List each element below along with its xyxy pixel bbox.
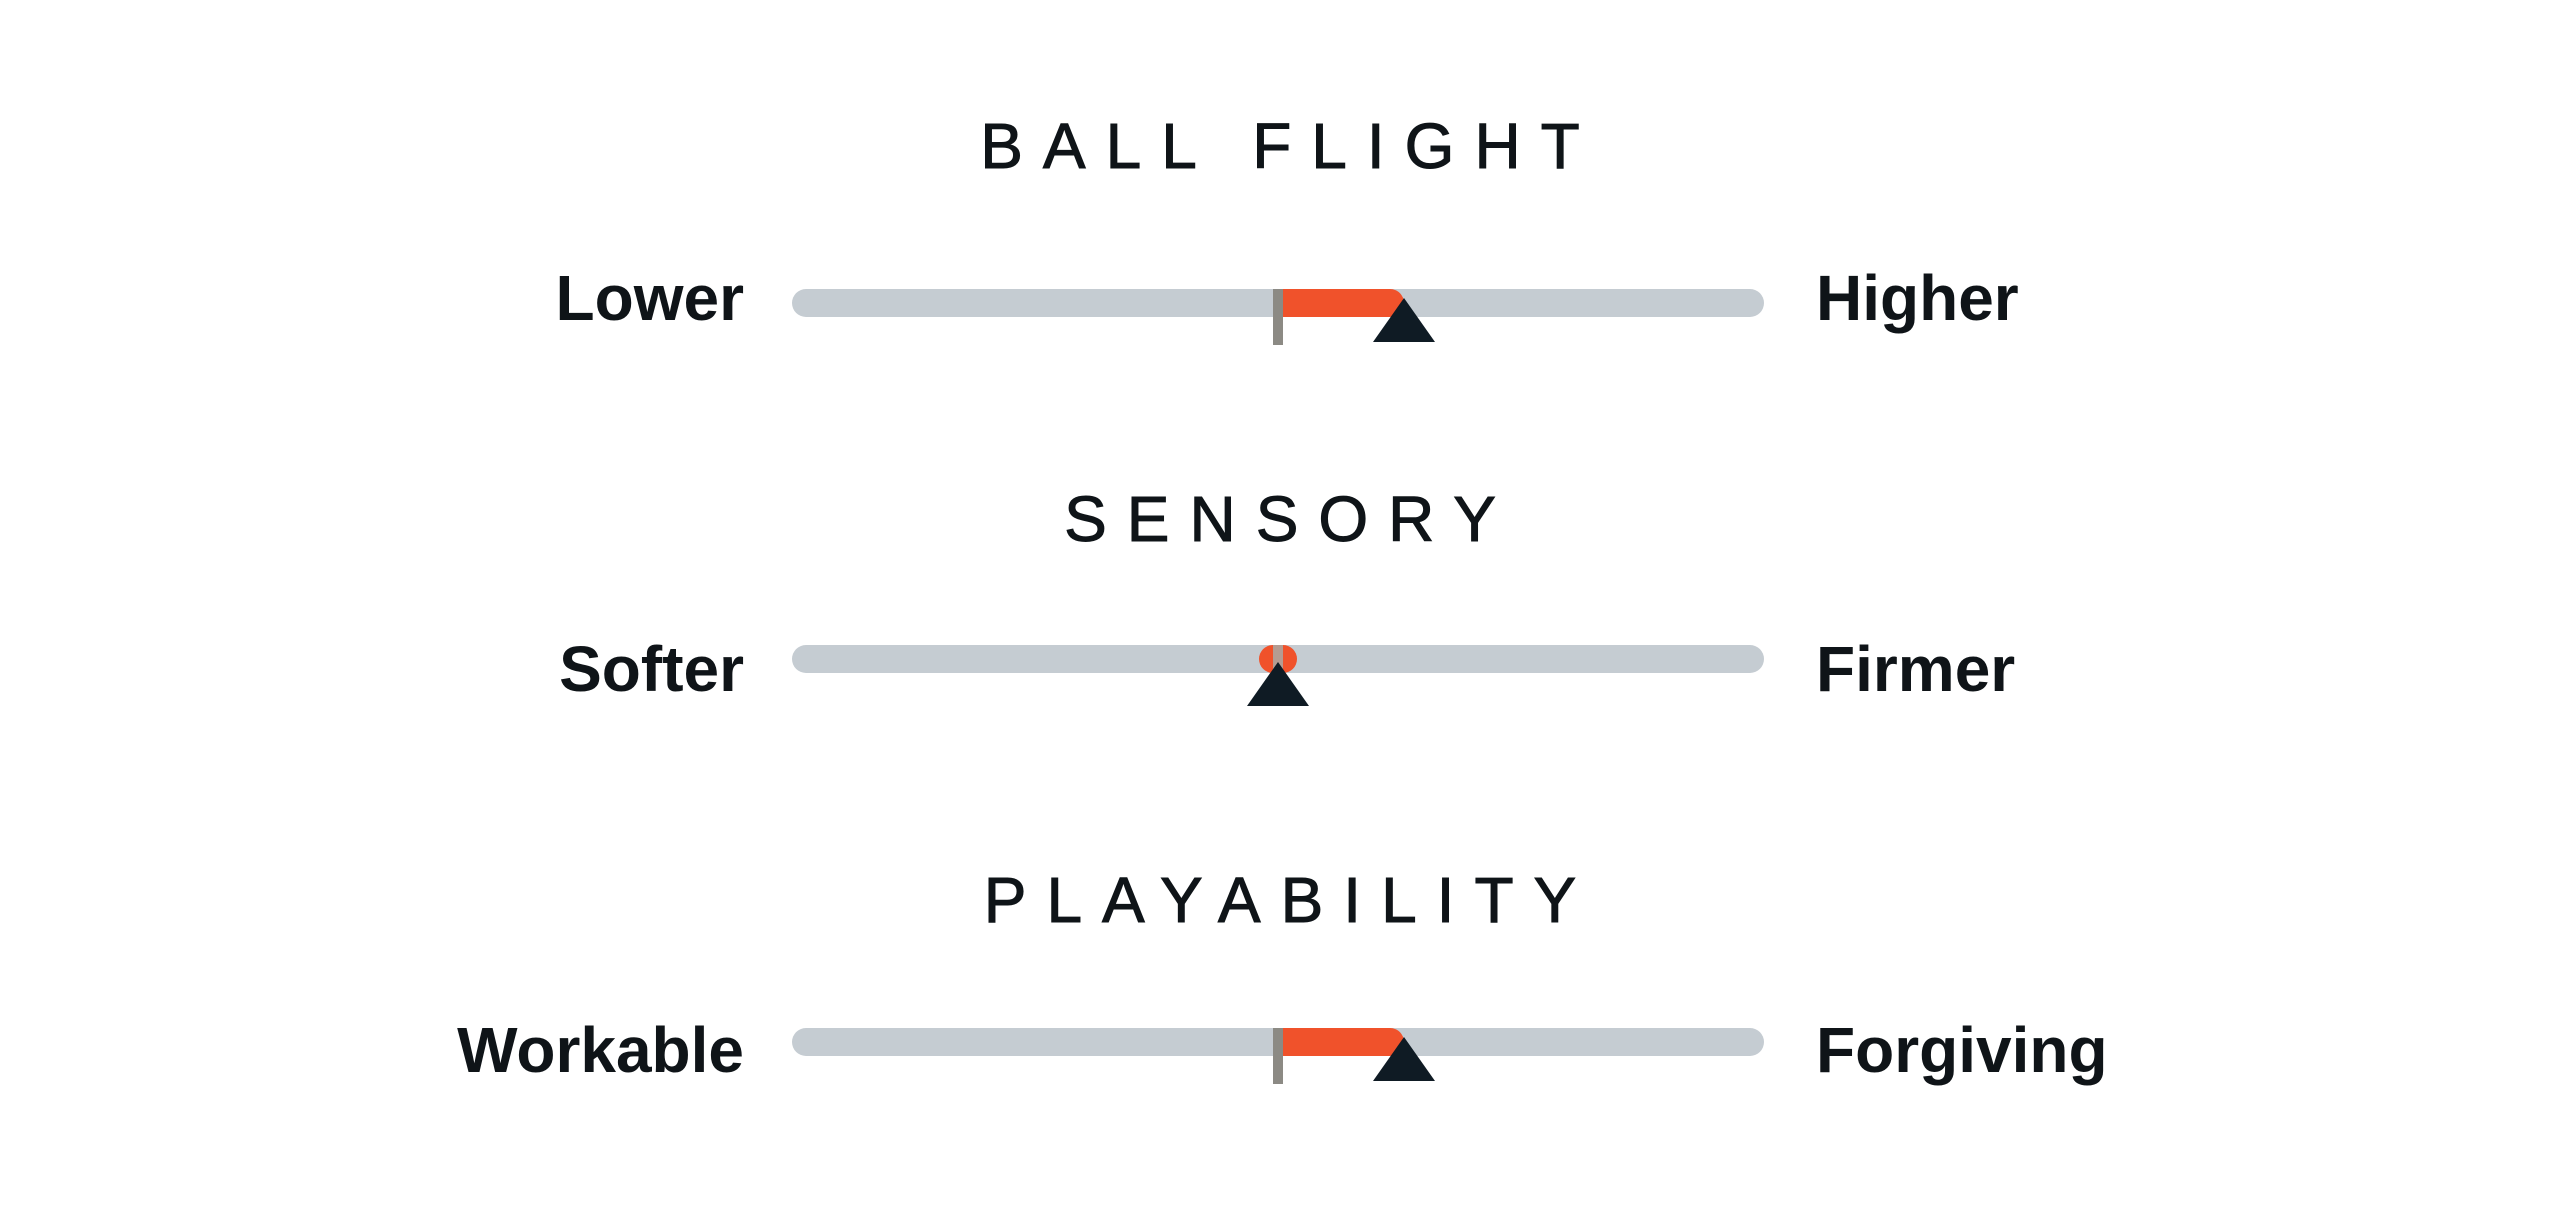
baseline-tick	[1273, 645, 1283, 673]
scale-left-label: Lower	[555, 262, 744, 334]
baseline-tick	[1273, 1028, 1283, 1084]
value-pointer-icon	[1373, 298, 1436, 342]
scale-left-label: Workable	[457, 1014, 744, 1086]
value-pointer-icon	[1247, 662, 1309, 706]
baseline-tick	[1273, 289, 1283, 345]
scale-right-label: Firmer	[1816, 633, 2016, 705]
scale-right-label: Higher	[1816, 262, 2019, 334]
scale-title: BALL FLIGHT	[980, 110, 1600, 182]
value-pointer-icon	[1373, 1037, 1436, 1081]
scale-left-label: Softer	[559, 633, 744, 705]
scale-title: SENSORY	[1064, 483, 1516, 555]
scale-right-label: Forgiving	[1816, 1014, 2108, 1086]
scale-title: PLAYABILITY	[983, 864, 1597, 936]
